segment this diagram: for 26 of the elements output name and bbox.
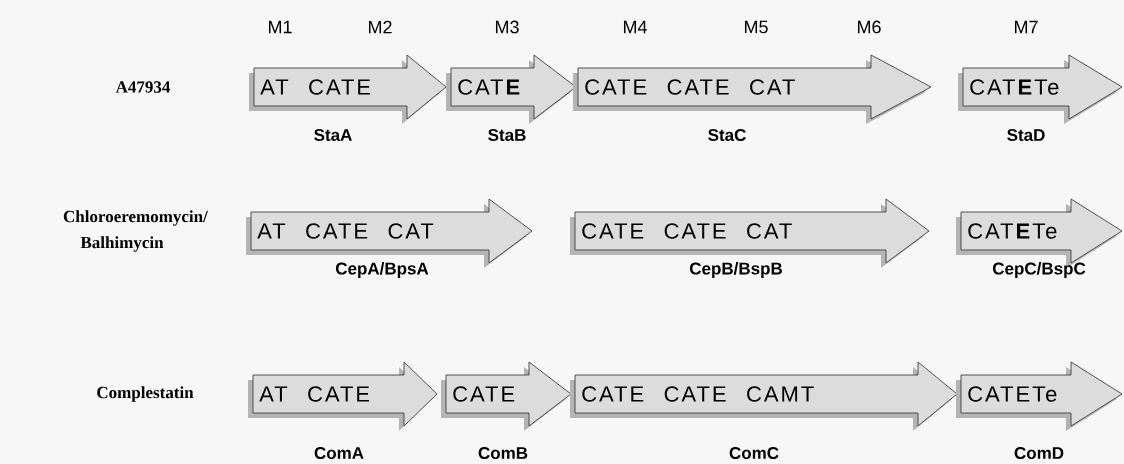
gene-block: CATE — [441, 361, 572, 431]
gene-name: ComD — [1014, 447, 1064, 460]
module-label: M7 — [1015, 20, 1038, 34]
module-label: M6 — [858, 20, 881, 34]
gene-block: CATE CATE CAT — [573, 54, 932, 124]
row-label: Chloroeremomycin/ Balhimycin — [63, 210, 208, 252]
gene-name: StaD — [1007, 129, 1045, 142]
module-label: M5 — [745, 20, 768, 34]
gene-name: ComC — [729, 447, 779, 460]
gene-block: AT CATE — [248, 361, 438, 431]
row-label: Complestatin — [97, 386, 194, 402]
row-label: A47934 — [115, 81, 171, 93]
gene-name: StaC — [708, 129, 746, 142]
module-label: M3 — [496, 20, 519, 34]
module-label: M4 — [624, 20, 647, 34]
gene-block: CATETe — [956, 361, 1123, 431]
gene-name: ComB — [478, 447, 528, 460]
gene-block: CATE — [446, 54, 577, 124]
gene-name: StaA — [314, 129, 352, 142]
module-label: M1 — [269, 20, 292, 34]
gene-name: StaB — [488, 129, 526, 142]
gene-name: ComA — [314, 447, 364, 460]
gene-block: CATE CATE CAMT — [570, 361, 958, 431]
module-label: M2 — [369, 20, 392, 34]
gene-block: AT CATE — [249, 54, 447, 124]
gene-block: CATETe — [958, 54, 1123, 124]
